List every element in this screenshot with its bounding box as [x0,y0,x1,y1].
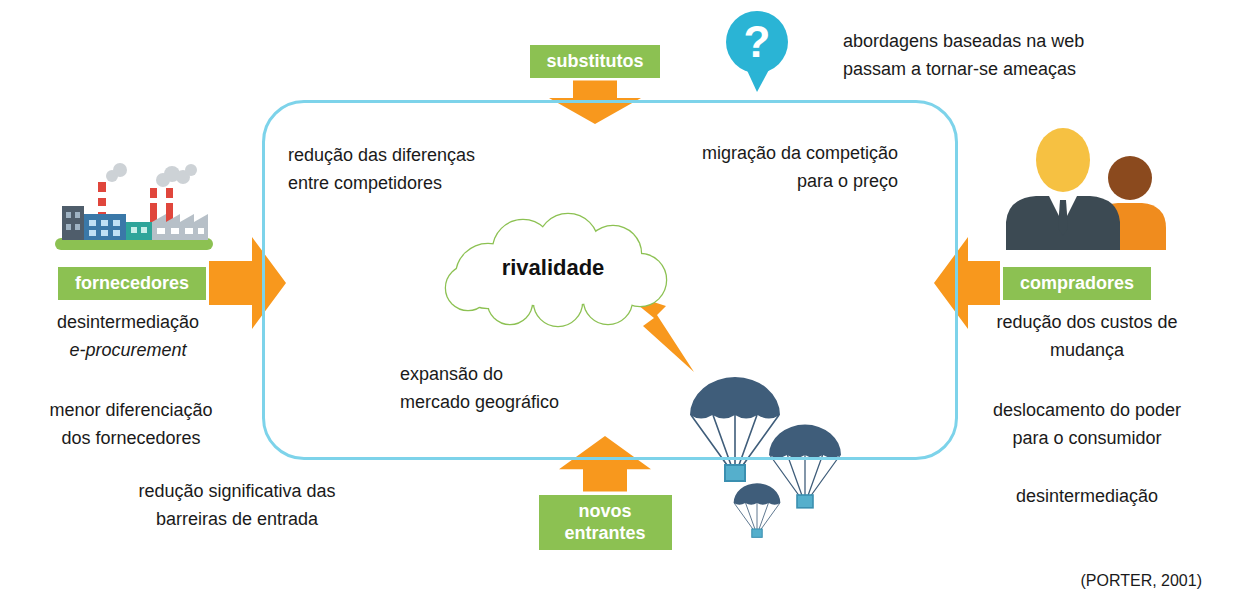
effect-text: menor diferenciação dos fornecedores [36,396,226,452]
parachute-icon [769,425,841,508]
factory-illustration [113,220,120,226]
force-name: substitutos [547,50,644,73]
factory-illustration [171,228,179,234]
effect-text: deslocamento do poder para o consumidor [982,396,1192,452]
effect-text: desintermediação [33,308,223,336]
factory-illustration [152,214,208,240]
buyers-icon [1108,156,1152,200]
factory-illustration [89,230,96,236]
force-name: compradores [1020,272,1134,295]
factory-illustration [75,212,80,218]
buyers-icon [1058,200,1068,236]
question-mark: ? [727,20,787,64]
factory-illustration [150,198,157,203]
factory-illustration [89,220,96,226]
factory-illustration [101,220,108,226]
factory-illustration [185,228,193,234]
force-arrow [559,436,651,492]
factory-illustration [166,198,173,203]
factory-illustration [55,163,213,250]
industry-frame: rivalidade redução das diferenças entre c… [262,100,958,460]
force-arrow [934,237,1000,329]
factory-illustration [131,227,137,233]
parachute-icon [690,377,780,481]
effect-text: desintermediação [987,482,1187,510]
factory-illustration [75,224,80,230]
factory-illustration [66,212,71,218]
factory-illustration [98,206,106,212]
effect-text: redução dos custos de mudança [987,308,1187,364]
note-text: abordagens baseadas na web passam a torn… [843,27,1113,83]
parachute-icon [734,483,781,537]
force-label: substitutos [530,45,660,78]
effect-text: redução das diferenças entre competidore… [288,141,500,197]
effect-text: redução significativa das barreiras de e… [122,477,352,533]
buyers-icon [1006,196,1120,250]
buyers-icon [1006,128,1166,250]
factory-illustration [157,228,165,234]
buyers-icon [1036,128,1090,192]
factory-illustration [62,206,84,240]
effect-text: e-procurement [33,336,223,364]
factory-illustration [98,192,106,198]
force-name: novos entrantes [555,500,655,545]
factory-illustration [126,222,152,240]
question-bubble [726,11,788,92]
effect-text: migração da competição para o preço [683,139,898,195]
force-label: fornecedores [58,267,206,300]
factory-illustration [198,228,204,234]
force-label: compradores [1003,267,1151,300]
factory-illustration [101,230,108,236]
factory-illustration [185,164,197,176]
factory-illustration [113,163,127,177]
factory-illustration [141,227,147,233]
factory-illustration [84,214,126,240]
effect-text: expansão do mercado geográfico [400,360,568,416]
factory-illustration [113,230,120,236]
rivalry-cloud: rivalidade [428,208,678,328]
factory-illustration [66,224,71,230]
source-citation: (PORTER, 2001) [1002,570,1202,591]
force-arrow [209,237,286,329]
force-label: novos entrantes [539,495,672,550]
force-name: fornecedores [75,272,189,295]
rivalry-title: rivalidade [428,208,678,328]
question-bubble [726,11,788,73]
